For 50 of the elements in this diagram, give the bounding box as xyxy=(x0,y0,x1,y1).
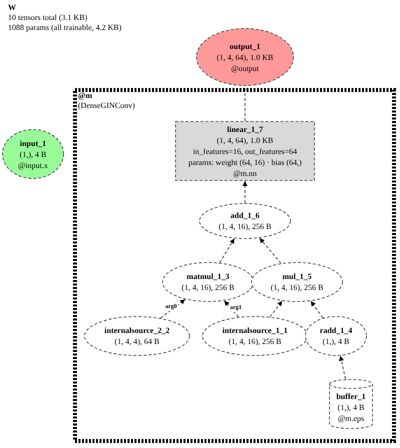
node-detail: (1, 4, 16), 256 B xyxy=(228,336,282,347)
arrow xyxy=(339,355,346,380)
node-detail: (1,), 4 B xyxy=(338,402,364,412)
input-ellipse xyxy=(2,129,64,179)
node-name: radd_1_4 xyxy=(320,325,352,336)
arrow xyxy=(224,300,239,318)
arrow xyxy=(219,238,235,264)
node-detail: (1, 4, 16), 256 B xyxy=(270,282,324,293)
node-detail: @output xyxy=(231,62,259,74)
node-detail: (1, 4, 16), 256 B xyxy=(218,221,272,232)
module-container xyxy=(73,88,396,443)
output-ellipse xyxy=(196,28,294,86)
summary-note: 10 tensors total (3.1 KB) xyxy=(8,13,88,23)
module-type: (DenseGINConv) xyxy=(78,101,135,111)
node-name: linear_1_7 xyxy=(227,124,263,134)
node-detail: (1, 4, 16), 256 B xyxy=(182,282,234,293)
node-detail: (1, 4, 4), 64 B xyxy=(114,336,160,347)
node-detail: @input.x xyxy=(18,160,48,170)
node-detail: @m.eps xyxy=(338,412,364,424)
node-name: matmul_1_3 xyxy=(186,271,230,282)
node-detail: (1, 4, 64), 1.0 KB xyxy=(216,134,274,146)
node-detail: (1, 4, 64), 1.0 KB xyxy=(216,52,274,62)
operation-ellipse xyxy=(305,316,367,356)
arrow xyxy=(270,300,283,318)
node-detail: params: weight (64, 16) · bias (64,) xyxy=(188,156,302,168)
arrow xyxy=(310,300,324,318)
summary-note: 1088 params (all trainable, 4.2 KB) xyxy=(8,23,122,33)
node-detail: (1,), 4 B xyxy=(322,336,350,347)
operation-ellipse xyxy=(199,203,291,239)
source-ellipse xyxy=(202,316,308,356)
operation-ellipse xyxy=(251,262,343,302)
arrow xyxy=(242,180,248,204)
node-name: internalsource_2_2 xyxy=(104,325,170,336)
module-name: @m xyxy=(78,91,94,101)
operation-ellipse xyxy=(162,262,254,302)
buffer-cylinder xyxy=(329,379,373,429)
arrow xyxy=(259,238,282,264)
source-ellipse xyxy=(84,316,190,356)
node-name: input_1 xyxy=(20,138,46,148)
layer-box xyxy=(175,121,315,181)
node-name: buffer_1 xyxy=(336,390,366,402)
node-detail: (1,), 4 B xyxy=(20,148,46,160)
node-detail: @m.nn xyxy=(233,168,257,178)
node-name: add_1_6 xyxy=(230,210,260,221)
node-name: internalsource_1_1 xyxy=(222,325,288,336)
diagram-title: W xyxy=(8,3,17,13)
node-name: mul_1_5 xyxy=(282,271,312,282)
node-detail: in_features=16, out_features=64 xyxy=(192,146,298,156)
node-name: output_1 xyxy=(230,40,260,52)
arrow xyxy=(160,298,186,318)
